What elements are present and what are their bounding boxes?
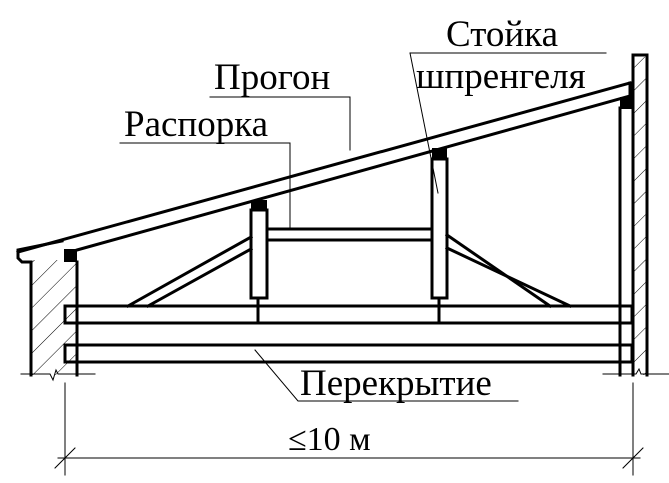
- label-span: ≤10 м: [288, 421, 371, 458]
- truss-post: [249, 208, 269, 300]
- bearing-block: [64, 249, 77, 262]
- label-purlin: Прогон: [214, 57, 330, 98]
- bearing-block: [620, 97, 633, 109]
- label-post: Стойка: [446, 14, 558, 55]
- bearing-block: [251, 200, 267, 211]
- label-strut: Распорка: [124, 104, 268, 145]
- floor-beam-lower: [63, 343, 634, 364]
- leader-lines: [119, 52, 607, 402]
- span-dimension: [54, 382, 644, 476]
- label-floor: Перекрытие: [300, 363, 492, 404]
- left-wall: [16, 239, 96, 382]
- truss-diagonals: [125, 232, 572, 309]
- floor-beam-upper: [63, 304, 634, 325]
- bearing-block: [432, 148, 447, 160]
- right-wall: [602, 53, 669, 377]
- label-post-line2: шпренгеля: [416, 56, 586, 97]
- strut-beam: [265, 227, 434, 242]
- roof-purlin-slab: [16, 81, 632, 254]
- truss-post: [430, 157, 449, 300]
